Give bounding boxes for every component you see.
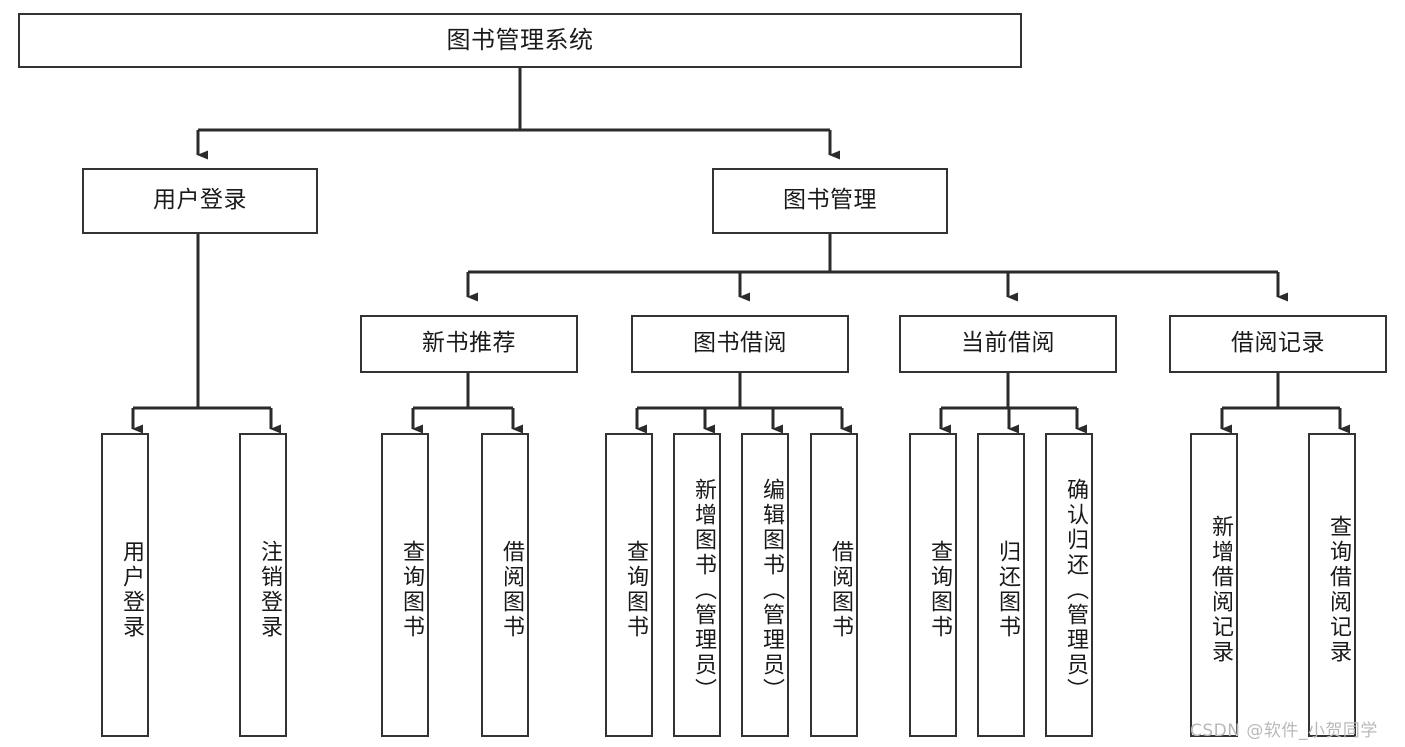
node-borrow-record[interactable]: 借阅记录 <box>1169 315 1387 373</box>
node-root-label: 图书管理系统 <box>446 26 594 55</box>
watermark: CSDN @软件_小贺同学 <box>1190 721 1378 741</box>
node-new-book-recommend-label: 新书推荐 <box>422 330 516 357</box>
node-book-borrow[interactable]: 图书借阅 <box>631 315 849 373</box>
node-leaf-return-book[interactable]: 归还图书 <box>977 433 1025 737</box>
node-current-borrow[interactable]: 当前借阅 <box>899 315 1117 373</box>
node-root[interactable]: 图书管理系统 <box>18 13 1022 68</box>
node-current-borrow-label: 当前借阅 <box>961 330 1055 357</box>
node-leaf-query-record[interactable]: 查询借阅记录 <box>1308 433 1356 737</box>
node-user-login-label: 用户登录 <box>153 187 247 214</box>
node-leaf-return-book-label: 归还图书 <box>995 540 1020 640</box>
node-leaf-edit-book-label: 编辑图书（管理员） <box>759 477 784 703</box>
node-leaf-user-login[interactable]: 用户登录 <box>101 433 149 737</box>
node-leaf-borrow-book-2-label: 借阅图书 <box>828 540 853 640</box>
node-leaf-query-book-2-label: 查询图书 <box>623 540 648 640</box>
node-leaf-add-record-label: 新增借阅记录 <box>1208 515 1233 665</box>
node-user-login[interactable]: 用户登录 <box>82 168 318 234</box>
node-leaf-confirm-return-label: 确认归还（管理员） <box>1063 477 1088 703</box>
node-leaf-add-book-label: 新增图书（管理员） <box>691 477 716 703</box>
node-leaf-query-book-2[interactable]: 查询图书 <box>605 433 653 737</box>
node-leaf-user-login-label: 用户登录 <box>119 540 144 640</box>
node-leaf-add-book[interactable]: 新增图书（管理员） <box>673 433 721 737</box>
node-leaf-query-record-label: 查询借阅记录 <box>1326 515 1351 665</box>
node-new-book-recommend[interactable]: 新书推荐 <box>360 315 578 373</box>
node-leaf-borrow-book-1-label: 借阅图书 <box>499 540 524 640</box>
node-leaf-borrow-book-1[interactable]: 借阅图书 <box>481 433 529 737</box>
node-leaf-edit-book[interactable]: 编辑图书（管理员） <box>741 433 789 737</box>
node-leaf-confirm-return[interactable]: 确认归还（管理员） <box>1045 433 1093 737</box>
node-leaf-borrow-book-2[interactable]: 借阅图书 <box>810 433 858 737</box>
node-leaf-add-record[interactable]: 新增借阅记录 <box>1190 433 1238 737</box>
node-borrow-record-label: 借阅记录 <box>1231 330 1325 357</box>
node-leaf-query-book-1[interactable]: 查询图书 <box>381 433 429 737</box>
node-leaf-query-book-1-label: 查询图书 <box>399 540 424 640</box>
node-book-borrow-label: 图书借阅 <box>693 330 787 357</box>
node-leaf-query-book-3-label: 查询图书 <box>927 540 952 640</box>
node-leaf-logout-login[interactable]: 注销登录 <box>239 433 287 737</box>
node-book-manage[interactable]: 图书管理 <box>712 168 948 234</box>
node-leaf-logout-login-label: 注销登录 <box>257 540 282 640</box>
node-book-manage-label: 图书管理 <box>783 187 877 214</box>
node-leaf-query-book-3[interactable]: 查询图书 <box>909 433 957 737</box>
